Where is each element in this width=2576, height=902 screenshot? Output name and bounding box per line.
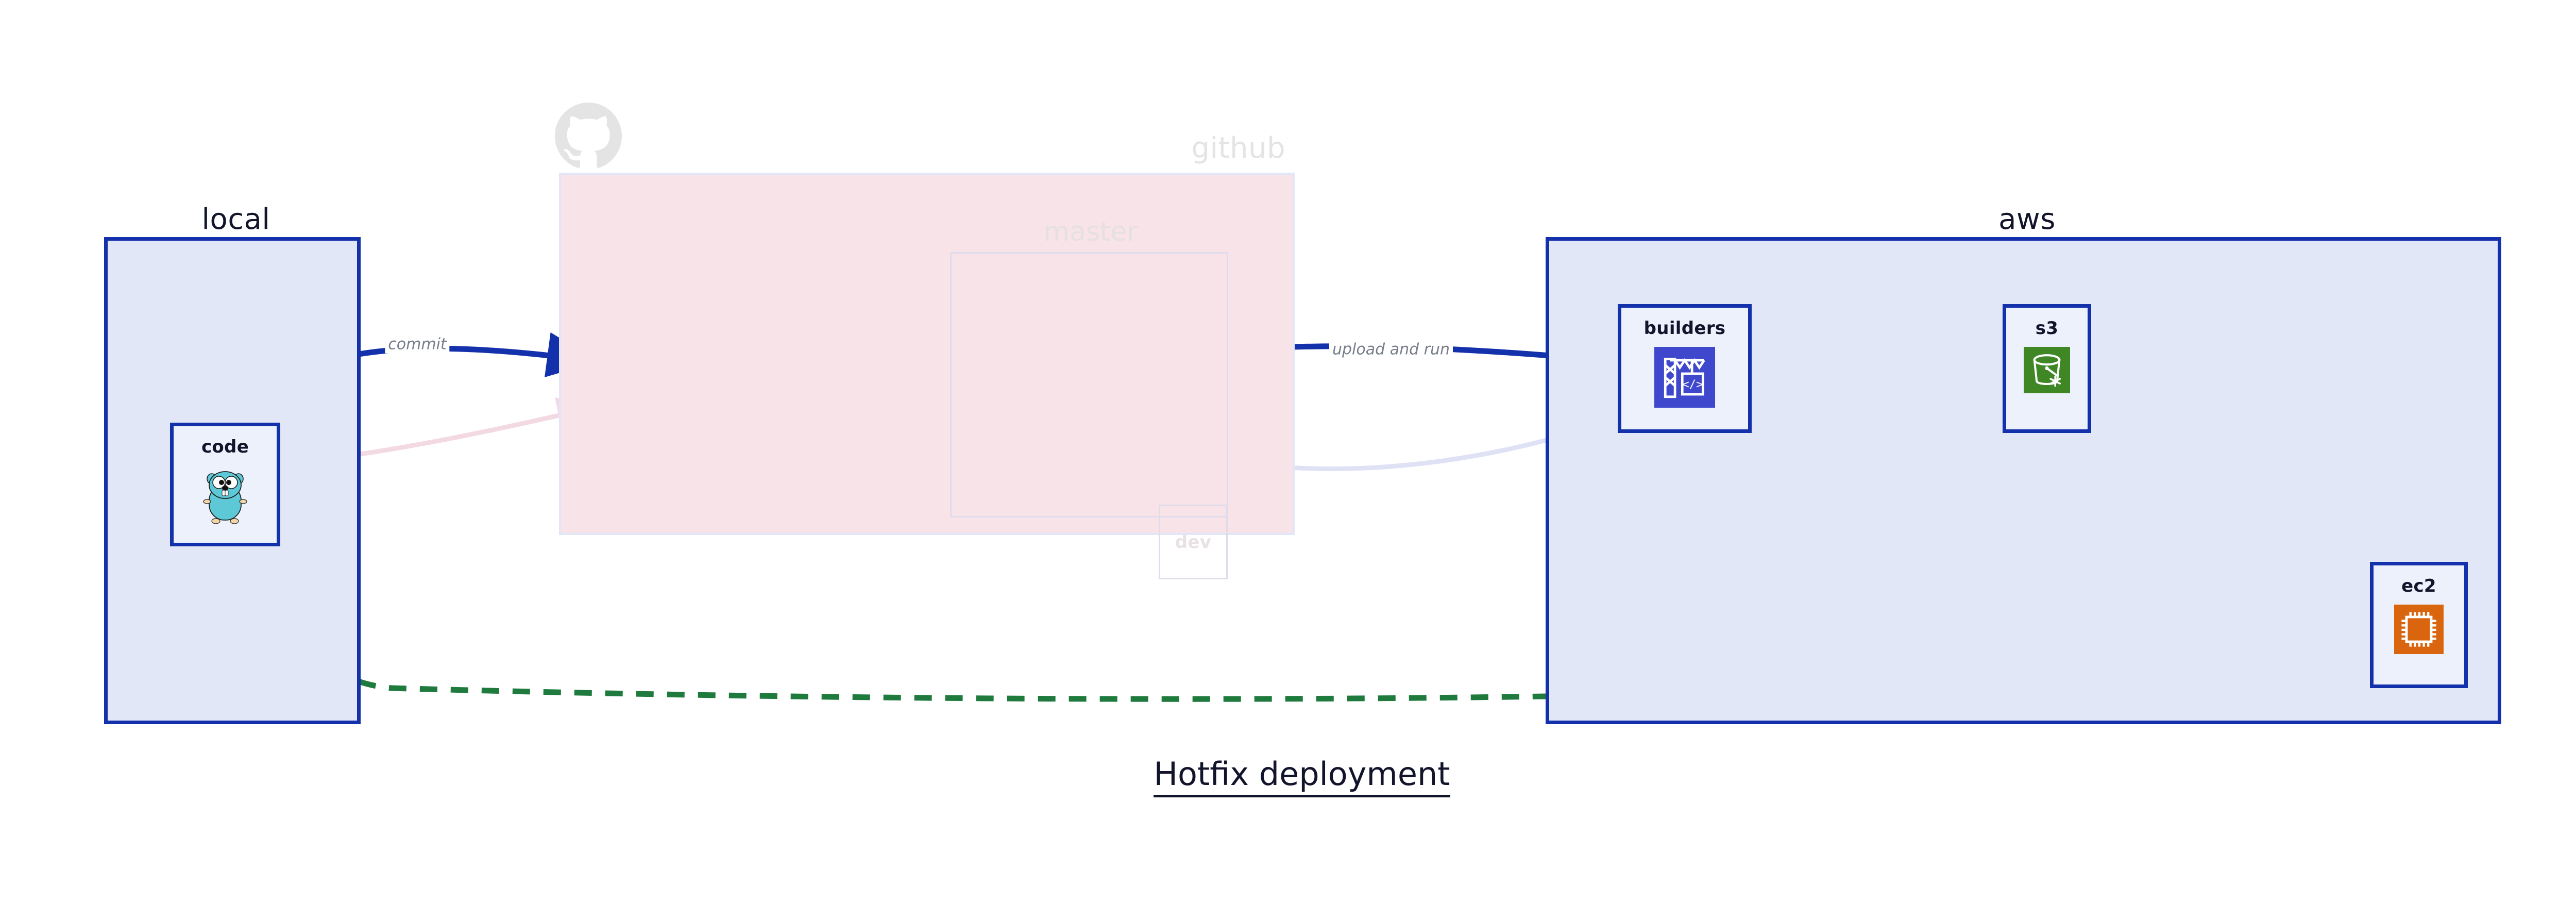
go-gopher-icon xyxy=(203,471,247,524)
aws-codebuild-icon: </> xyxy=(1654,347,1715,408)
node-ec2[interactable]: ec2 xyxy=(2370,562,2468,688)
subgroup-master-label: master xyxy=(1043,216,1138,247)
region-label-aws: aws xyxy=(1998,203,2056,236)
node-dev-label: dev xyxy=(1175,531,1212,553)
svg-text:</>: </> xyxy=(1682,378,1703,391)
node-s3-label: s3 xyxy=(2035,318,2059,339)
node-s3[interactable]: s3 xyxy=(2003,304,2091,433)
aws-ec2-chip-icon xyxy=(2394,605,2444,654)
node-builders-label: builders xyxy=(1643,318,1726,339)
subgroup-master[interactable]: master xyxy=(950,216,1228,517)
node-code[interactable]: code xyxy=(170,423,280,546)
region-label-github: github xyxy=(1191,131,1285,165)
diagram-title: Hotfix deployment xyxy=(0,755,2576,797)
github-octocat-icon xyxy=(555,103,622,168)
edge-label-upload-and-run: upload and run xyxy=(1329,340,1453,359)
node-ec2-label: ec2 xyxy=(2401,576,2436,596)
region-label-local: local xyxy=(201,203,270,236)
node-builders[interactable]: builders </> xyxy=(1618,304,1752,433)
diagram-title-text: Hotfix deployment xyxy=(1154,755,1450,797)
aws-s3-glacier-icon xyxy=(2024,347,2070,393)
region-github[interactable]: github dev master workflows xyxy=(555,103,1710,615)
edge-label-commit: commit xyxy=(385,335,450,354)
node-code-label: code xyxy=(201,437,249,457)
node-dev[interactable]: dev xyxy=(1159,505,1228,579)
